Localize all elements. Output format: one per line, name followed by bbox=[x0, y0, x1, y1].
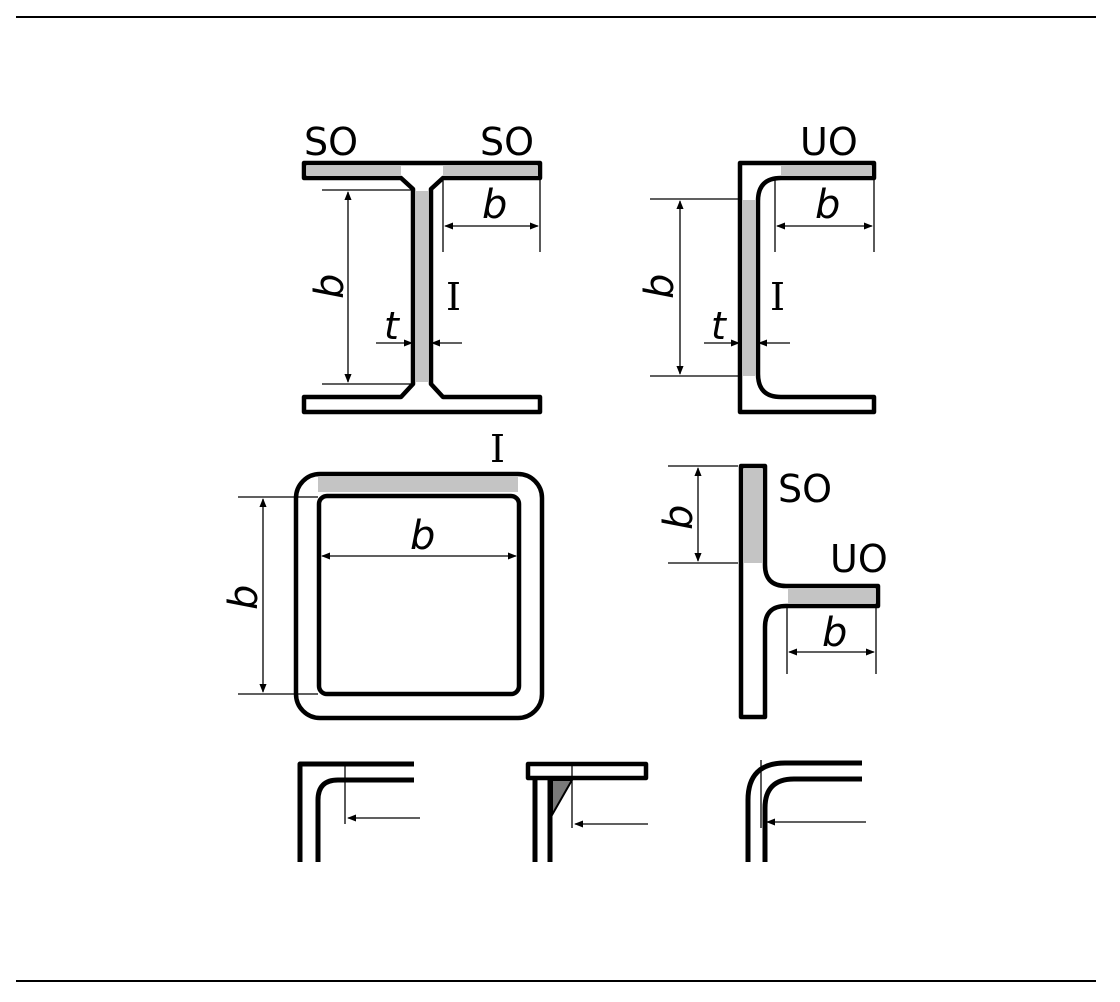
ch-label-t: t bbox=[711, 304, 728, 348]
i-label-t: t bbox=[384, 304, 401, 348]
ch-label-uo: UO bbox=[800, 120, 858, 164]
corner-detail-rounded bbox=[745, 760, 866, 862]
corner2-plate bbox=[525, 761, 649, 781]
i-label-b-flange: b bbox=[482, 182, 507, 228]
t-label-so: SO bbox=[778, 467, 832, 511]
i-label-b-web: b bbox=[307, 274, 353, 299]
corner1-outer-line bbox=[297, 761, 414, 862]
i-label-so-left: SO bbox=[304, 120, 358, 164]
t-section bbox=[668, 463, 881, 720]
box-label-b-vertical: b bbox=[221, 585, 267, 610]
t-flange-shade bbox=[788, 589, 875, 603]
channel-web-shade bbox=[743, 200, 755, 376]
corner2-weld bbox=[551, 779, 574, 819]
box-label-b-horizontal: b bbox=[410, 513, 435, 559]
channel-section bbox=[650, 160, 877, 415]
bottom-rule bbox=[16, 980, 1096, 982]
box-inner bbox=[316, 493, 522, 697]
box-label-class: I bbox=[490, 427, 505, 471]
t-label-b-vertical: b bbox=[656, 505, 702, 530]
ch-label-class: I bbox=[770, 275, 785, 319]
t-label-b-horizontal: b bbox=[822, 610, 847, 656]
channel-flange-shade bbox=[781, 166, 872, 176]
i-label-so-right: SO bbox=[480, 120, 534, 164]
i-label-class: I bbox=[446, 275, 461, 319]
corner1-inner-line bbox=[315, 777, 414, 862]
i-flange-left-shade bbox=[307, 166, 401, 176]
i-web-shade bbox=[416, 191, 428, 382]
t-label-uo: UO bbox=[830, 537, 888, 581]
t-web-shade bbox=[744, 469, 762, 563]
corner3-outer-line bbox=[745, 760, 862, 862]
box-section bbox=[238, 471, 545, 721]
i-section bbox=[301, 160, 543, 415]
i-flange-right-shade bbox=[443, 166, 538, 176]
box-flange-shade bbox=[318, 477, 518, 492]
channel-outline bbox=[737, 160, 877, 415]
ch-label-b-web: b bbox=[637, 274, 683, 299]
ch-label-b-flange: b bbox=[815, 182, 840, 228]
corner3-inner-line bbox=[762, 776, 862, 862]
corner-detail-welded bbox=[525, 761, 649, 862]
top-rule bbox=[16, 16, 1096, 18]
corner-detail-sharp bbox=[297, 761, 420, 862]
